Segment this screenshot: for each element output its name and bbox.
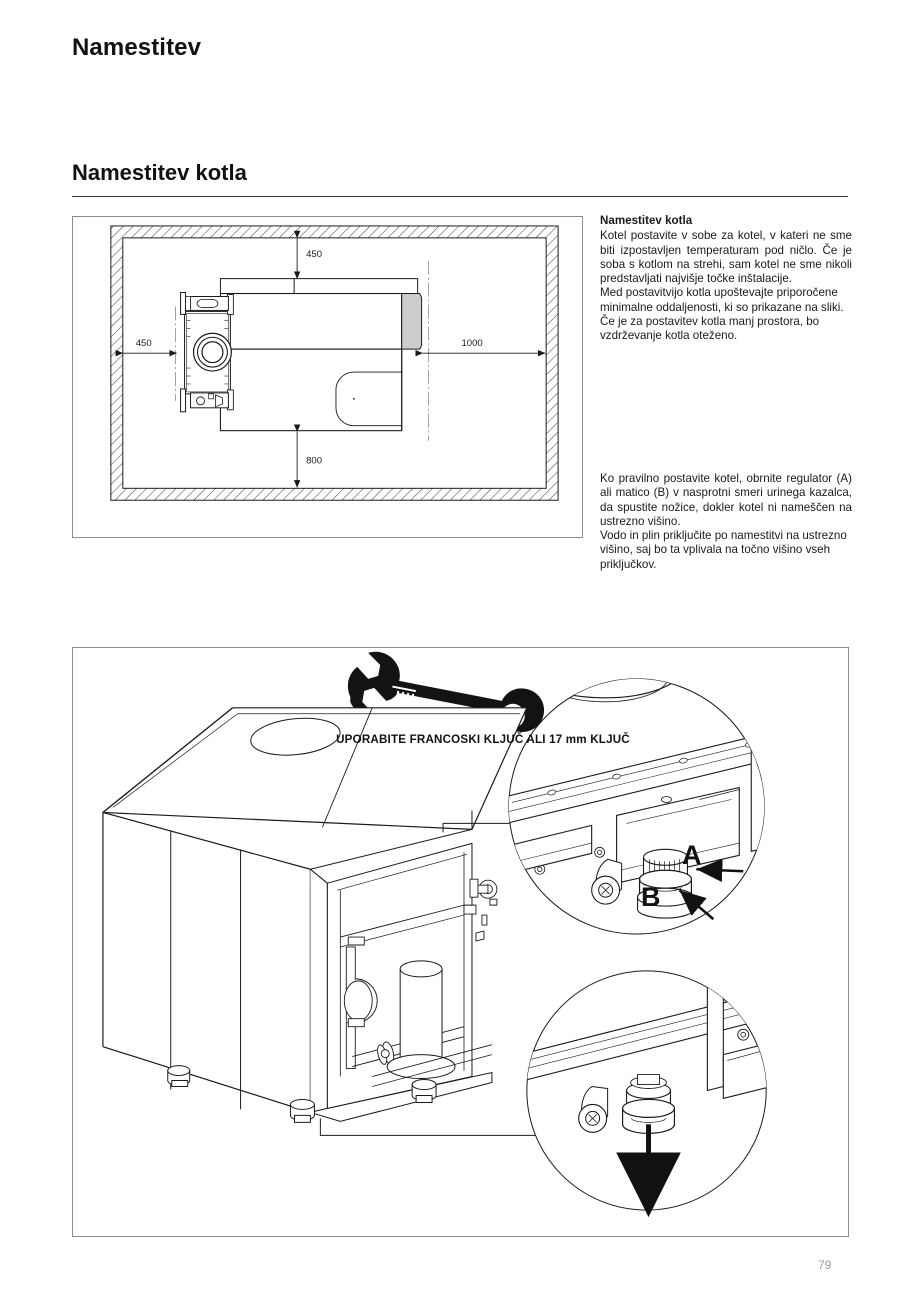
detail-circle-bottom xyxy=(526,970,767,1218)
levelling-foot-detail xyxy=(578,1074,676,1134)
paragraph: Ko pravilno postavite kotel, obrnite reg… xyxy=(600,472,852,528)
text-block-installation: Namestitev kotla Kotel postavite v sobe … xyxy=(600,214,852,344)
paragraph: Kotel postavite v sobe za kotel, v kater… xyxy=(600,229,852,286)
marker-label-b: B xyxy=(641,882,661,912)
paragraph: Vodo in plin priključite po namestitvi n… xyxy=(600,529,847,571)
boiler-isometric xyxy=(102,707,528,1123)
text-block-levelling: Ko pravilno postavite kotel, obrnite reg… xyxy=(600,472,852,572)
plan-view-drawing: 450 450 1000 800 xyxy=(110,225,559,501)
room-wall xyxy=(110,225,559,501)
paragraph: Med postavitvijo kotla upoštevajte pripo… xyxy=(600,286,844,343)
boiler-body-plan xyxy=(219,278,423,432)
dimension-right-1000: 1000 xyxy=(415,338,546,357)
dimension-value-top: 450 xyxy=(306,249,322,260)
dimension-value-left: 450 xyxy=(136,338,152,349)
dimension-left-450: 450 xyxy=(115,338,177,357)
dimension-bottom-800: 800 xyxy=(293,424,322,488)
detail-circle-top xyxy=(508,678,765,935)
text-block-heading: Namestitev kotla xyxy=(600,214,693,227)
page-number: 79 xyxy=(818,1258,832,1272)
section-divider xyxy=(72,196,848,197)
levelling-feet-figure: UPORABITE FRANCOSKI KLJUČ ALI 17 mm KLJU… xyxy=(72,647,849,1237)
wrench-caption: UPORABITE FRANCOSKI KLJUČ ALI 17 mm KLJU… xyxy=(336,733,630,746)
boiler-isometric-drawing xyxy=(102,651,767,1218)
dimension-value-right: 1000 xyxy=(461,338,482,349)
section-title: Namestitev kotla xyxy=(72,160,247,185)
plan-view-figure: 450 450 1000 800 xyxy=(72,216,583,538)
dimension-top-450: 450 xyxy=(293,230,322,279)
marker-label-a: A xyxy=(682,840,702,870)
marker-arrows-top xyxy=(678,858,744,921)
levelling-foot xyxy=(411,1079,437,1103)
levelling-foot xyxy=(289,1098,315,1123)
dimension-value-bottom: 800 xyxy=(306,455,322,466)
levelling-foot xyxy=(167,1065,191,1088)
page-title: Namestitev xyxy=(72,34,202,61)
burner-assembly-plan xyxy=(180,292,234,413)
